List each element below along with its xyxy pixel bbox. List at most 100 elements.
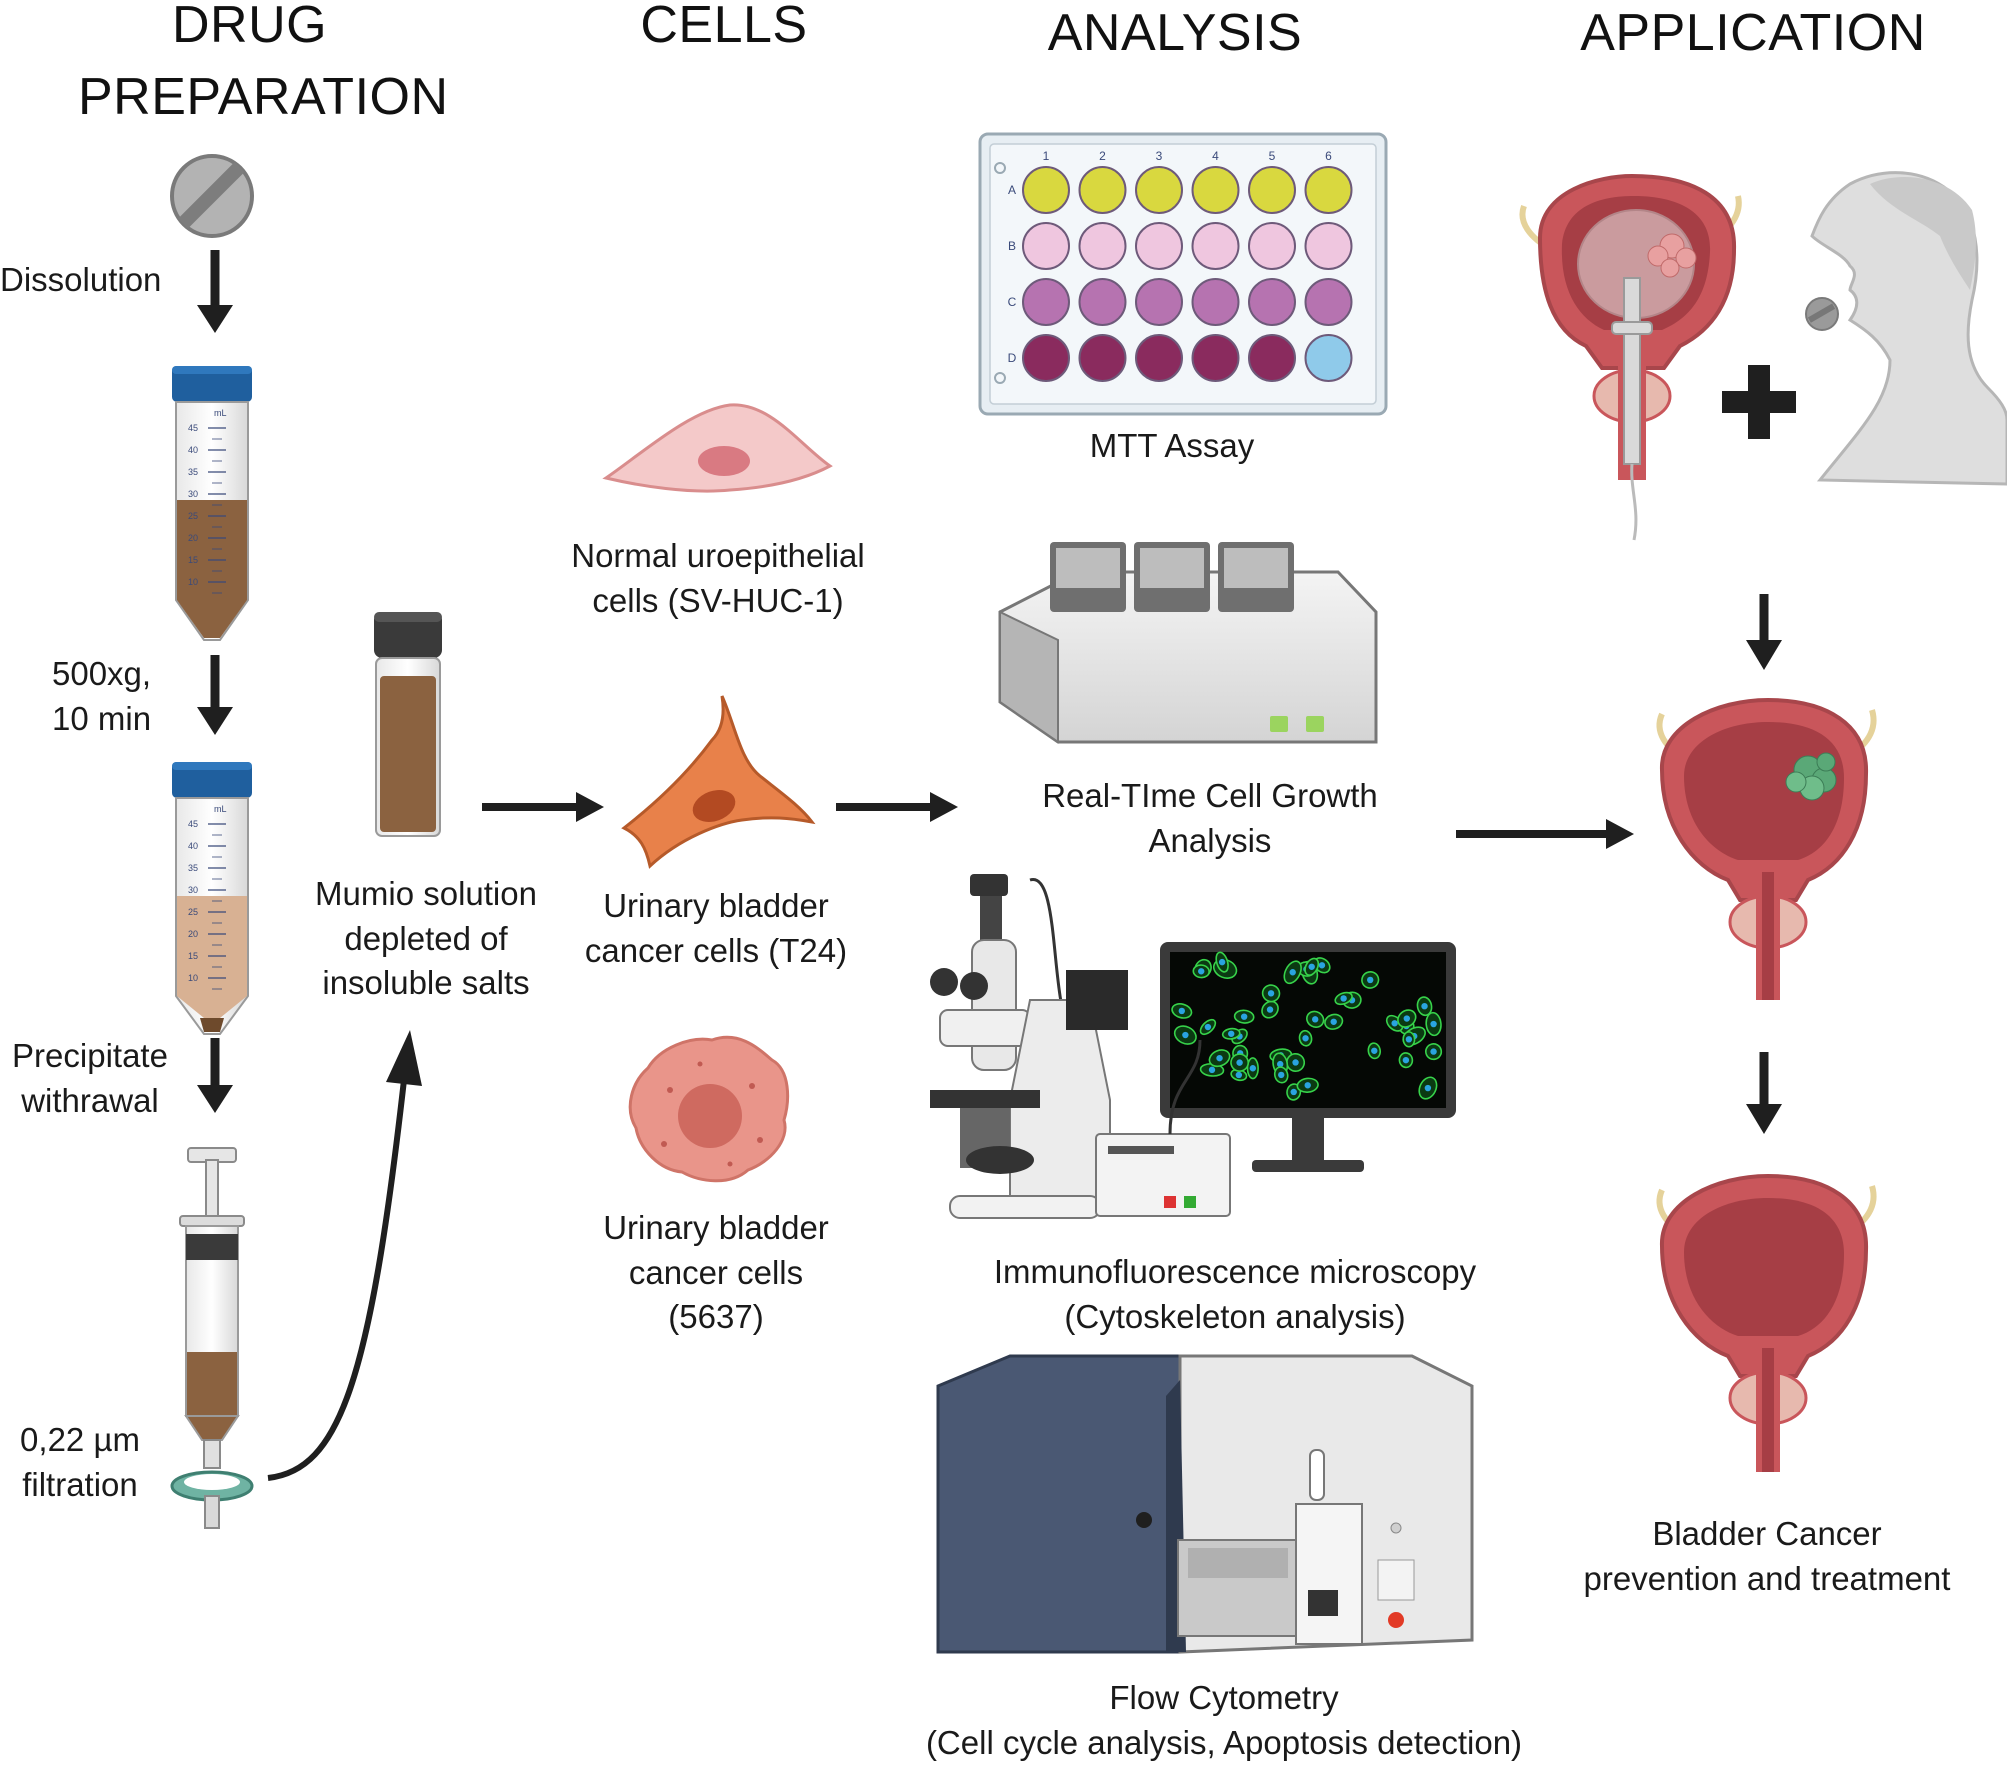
label-centrifuge: 500xg, 10 min (52, 652, 151, 741)
header-cells: CELLS (640, 0, 808, 54)
header-drug-line1: DRUG (172, 0, 328, 54)
arrow-dissolution (197, 250, 233, 333)
fluorescent-nucleus (1204, 1023, 1212, 1031)
mtt-row-label: C (1008, 295, 1017, 309)
fluorescent-nucleus (1402, 1056, 1410, 1064)
mtt-well (1248, 278, 1296, 326)
label-precipitate-2: withrawal (21, 1081, 159, 1119)
label-solution-2: depleted of (344, 919, 508, 957)
label-rtca-1: Real-TIme Cell Growth (1042, 777, 1378, 814)
arrow-analysis-to-application (1456, 819, 1634, 849)
fluorescent-nucleus (1302, 1035, 1309, 1042)
bladder-tumor-icon (1656, 697, 1877, 1000)
label-5637-2: cancer cells (628, 1253, 804, 1291)
fluorescent-nucleus (1405, 1036, 1413, 1043)
fluorescent-nucleus (1430, 1048, 1437, 1055)
label-bladder-cancer: Bladder Cancer prevention and treatment (1572, 1512, 1962, 1601)
fluorescent-nucleus (1340, 995, 1347, 1002)
fluorescent-nucleus (1182, 1031, 1189, 1039)
mtt-well (1248, 222, 1296, 270)
tube-tick-label: 15 (188, 555, 198, 565)
arrow-filtration-to-solution (267, 1030, 422, 1481)
fluorescent-nucleus (1277, 1060, 1284, 1068)
mtt-well (1191, 166, 1240, 214)
tube-tick-label: 40 (188, 841, 198, 851)
fluorescent-nucleus (1318, 962, 1326, 969)
fluorescent-nucleus (1430, 1020, 1437, 1028)
fluorescent-nucleus (1424, 1084, 1432, 1092)
fluorescent-nucleus (1278, 1071, 1285, 1079)
label-5637-3: (5637) (668, 1298, 764, 1336)
bladder-catheter-icon (1519, 173, 1742, 541)
mtt-well (1135, 222, 1183, 270)
fluorescent-nucleus (1240, 1013, 1248, 1020)
fluorescent-nucleus (1308, 963, 1315, 970)
mtt-row-label: B (1008, 239, 1016, 253)
mtt-well (1078, 166, 1127, 214)
tablet-icon (170, 154, 254, 238)
arrow-application-2 (1746, 1052, 1782, 1134)
label-filter-2: filtration (22, 1465, 138, 1503)
fluorescent-nucleus (1236, 1059, 1243, 1066)
fluorescent-nucleus (1403, 1015, 1411, 1022)
tube-tick-label: 35 (188, 863, 198, 873)
label-centrifuge-force: 500xg, (52, 655, 152, 692)
arrow-centrifuge (197, 655, 233, 735)
fluorescent-nucleus (1249, 1065, 1257, 1072)
mtt-column-label: 6 (1325, 149, 1332, 163)
header-preparation: PREPARATION (78, 66, 448, 128)
mtt-row-label: A (1008, 183, 1016, 197)
label-if-1: Immunofluorescence microscopy (993, 1253, 1477, 1290)
normal-cell-icon (602, 403, 833, 493)
label-result-1: Bladder Cancer (1652, 1515, 1882, 1552)
mtt-well (1078, 222, 1127, 270)
fluorescent-nucleus (1421, 1002, 1428, 1010)
flow-cytometer-icon (936, 1354, 1474, 1654)
arrow-application-1 (1746, 594, 1782, 670)
fluorescent-nucleus (1235, 1071, 1243, 1079)
mtt-well (1304, 334, 1353, 382)
monitor-icon (1160, 942, 1456, 1172)
mtt-well (1078, 334, 1127, 382)
c5637-cell-icon (628, 1035, 790, 1183)
fluorescent-nucleus (1218, 958, 1226, 966)
label-precipitate-1: Precipitate (12, 1037, 168, 1074)
fluorescent-nucleus (1290, 1088, 1297, 1096)
fluorescent-nucleus (1178, 1007, 1185, 1015)
mtt-well (1191, 222, 1240, 270)
falcon-tube-dissolved (172, 366, 252, 641)
fluorescent-nucleus (1367, 976, 1374, 984)
fluorescent-nucleus (1391, 1020, 1398, 1027)
fluorescent-nucleus (1292, 1059, 1299, 1066)
fluorescent-nucleus (1289, 969, 1296, 976)
tube-tick-label: 25 (188, 907, 198, 917)
fluorescent-nucleus (1208, 1066, 1216, 1074)
falcon-tube-centrifuged (172, 762, 252, 1035)
tube-tick-label: 20 (188, 533, 198, 543)
mtt-well (1078, 278, 1127, 326)
tube-tick-label: 25 (188, 511, 198, 521)
label-normal-cells: Normal uroepithelial cells (SV-HUC-1) (560, 534, 876, 623)
label-flow-cytometry: Flow Cytometry (Cell cycle analysis, Apo… (904, 1676, 1544, 1765)
label-if-2: (Cytoskeleton analysis) (1064, 1297, 1406, 1335)
fluorescent-nucleus (1216, 1054, 1223, 1062)
tube-tick-label: 30 (188, 489, 198, 499)
tube-tick-label: 35 (188, 467, 198, 477)
label-solution-1: Mumio solution (315, 875, 537, 912)
mtt-column-label: 5 (1269, 149, 1276, 163)
mtt-column-label: 2 (1099, 149, 1106, 163)
fluorescent-nucleus (1198, 968, 1205, 975)
mtt-well (1191, 334, 1240, 382)
mtt-well (1248, 334, 1296, 382)
microscope-icon (930, 874, 1128, 1219)
mtt-column-label: 1 (1043, 149, 1050, 163)
label-5637-cells: Urinary bladder cancer cells (5637) (576, 1206, 856, 1340)
header-analysis: ANALYSIS (1047, 4, 1303, 62)
label-flow-2: (Cell cycle analysis, Apoptosis detectio… (925, 1723, 1523, 1761)
tube-unit-label: mL (214, 804, 227, 814)
label-t24-cells: Urinary bladder cancer cells (T24) (568, 884, 864, 973)
